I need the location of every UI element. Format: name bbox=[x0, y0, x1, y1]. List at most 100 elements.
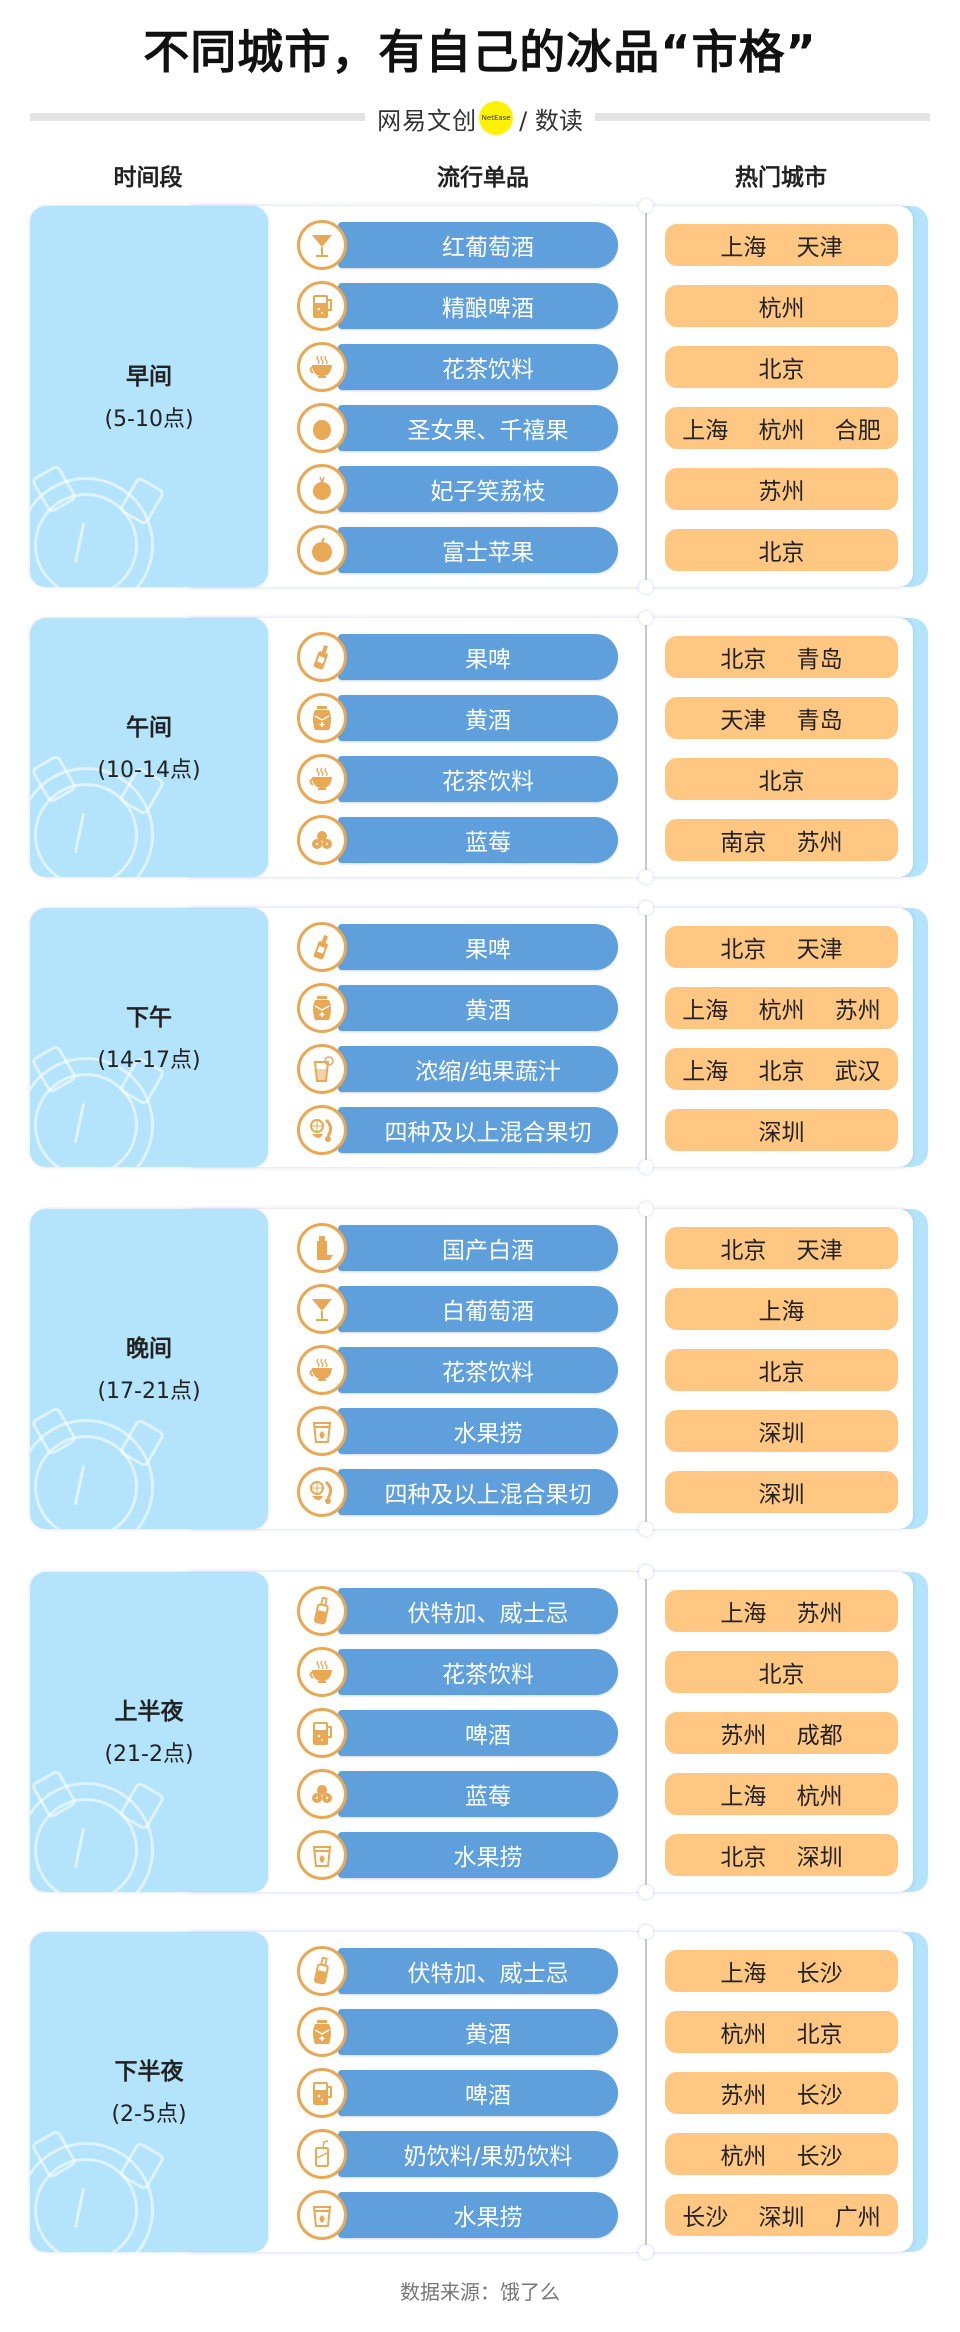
fruit-beer-bottle-icon bbox=[297, 632, 347, 682]
time-label: 下午 bbox=[126, 1004, 172, 1031]
popular-item: 蓝莓 bbox=[338, 1771, 618, 1817]
time-panel: 晚间 (17-21点) bbox=[30, 1209, 268, 1529]
item-row: 奶饮料/果奶饮料 杭州 长沙 bbox=[0, 2129, 960, 2179]
baijiu-bottle-icon bbox=[297, 1223, 347, 1273]
popular-item: 黄酒 bbox=[338, 695, 618, 741]
beer-mug-icon bbox=[297, 281, 347, 331]
hot-cities: 北京 天津 bbox=[665, 926, 898, 968]
hot-cities: 上海 杭州 合肥 bbox=[665, 407, 898, 449]
hot-cities: 深圳 bbox=[665, 1471, 898, 1513]
time-label: 早间 bbox=[126, 363, 172, 390]
item-row: 花茶饮料 北京 bbox=[0, 754, 960, 804]
alarm-clock-icon bbox=[30, 767, 154, 877]
hot-cities: 上海 杭州 苏州 bbox=[665, 987, 898, 1029]
clock-face-icon bbox=[34, 1798, 138, 1892]
alarm-clock-icon bbox=[30, 1419, 154, 1529]
liquor-bottle-icon bbox=[297, 1586, 347, 1636]
tea-cup-icon bbox=[297, 754, 347, 804]
mixed-fruit-icon bbox=[297, 1105, 347, 1155]
item-row: 妃子笑荔枝 苏州 bbox=[0, 464, 960, 514]
alarm-clock-icon bbox=[30, 1057, 154, 1167]
item-row: 花茶饮料 北京 bbox=[0, 1647, 960, 1697]
column-divider bbox=[645, 1572, 647, 1892]
clock-face-icon bbox=[34, 1435, 138, 1529]
column-divider bbox=[645, 206, 647, 587]
divider-notch bbox=[639, 1565, 653, 1579]
item-row: 精酿啤酒 杭州 bbox=[0, 281, 960, 331]
blueberry-icon bbox=[297, 1769, 347, 1819]
item-row: 国产白酒 北京 天津 bbox=[0, 1223, 960, 1273]
fruit-beer-bottle-icon bbox=[297, 922, 347, 972]
time-range: (14-17点) bbox=[97, 1047, 201, 1073]
time-panel: 早间 (5-10点) bbox=[30, 206, 268, 587]
page-title: 不同城市，有自己的冰品“市格” bbox=[143, 25, 817, 79]
section-card bbox=[190, 206, 913, 587]
popular-item: 黄酒 bbox=[338, 2009, 618, 2055]
divider-notch bbox=[639, 2245, 653, 2259]
wine-jar-icon bbox=[297, 2007, 347, 2057]
popular-item: 花茶饮料 bbox=[338, 1347, 618, 1393]
column-header-time: 时间段 bbox=[113, 165, 183, 191]
popular-item: 伏特加、威士忌 bbox=[338, 1588, 618, 1634]
time-panel: 午间 (10-14点) bbox=[30, 618, 268, 877]
mixed-fruit-icon bbox=[297, 1467, 347, 1517]
hot-cities: 北京 青岛 bbox=[665, 636, 898, 678]
hot-cities: 苏州 bbox=[665, 468, 898, 510]
popular-item: 四种及以上混合果切 bbox=[338, 1469, 618, 1515]
data-source: 数据来源：饿了么 bbox=[400, 2280, 560, 2304]
item-row: 白葡萄酒 上海 bbox=[0, 1284, 960, 1334]
popular-item: 妃子笑荔枝 bbox=[338, 466, 618, 512]
hot-cities: 北京 天津 bbox=[665, 1227, 898, 1269]
time-range: (2-5点) bbox=[111, 2102, 187, 2127]
hot-cities: 深圳 bbox=[665, 1109, 898, 1151]
alarm-clock-icon bbox=[30, 1782, 154, 1892]
cocktail-glass-icon bbox=[297, 220, 347, 270]
item-row: 伏特加、威士忌 上海 长沙 bbox=[0, 1946, 960, 1996]
time-panel: 下午 (14-17点) bbox=[30, 908, 268, 1167]
hot-cities: 北京 深圳 bbox=[665, 1834, 898, 1876]
column-divider bbox=[645, 1209, 647, 1529]
time-range: (17-21点) bbox=[97, 1379, 201, 1404]
lychee-icon bbox=[297, 464, 347, 514]
popular-item: 黄酒 bbox=[338, 985, 618, 1031]
hot-cities: 上海 杭州 bbox=[665, 1773, 898, 1815]
juice-glass-icon bbox=[297, 1044, 347, 1094]
hot-cities: 深圳 bbox=[665, 1410, 898, 1452]
divider-notch bbox=[639, 870, 653, 884]
item-row: 果啤 北京 青岛 bbox=[0, 632, 960, 682]
wine-jar-icon bbox=[297, 693, 347, 743]
fruit-bowl-icon bbox=[297, 2190, 347, 2240]
column-divider bbox=[645, 1932, 647, 2252]
item-row: 圣女果、千禧果 上海 杭州 合肥 bbox=[0, 403, 960, 453]
brand-sub: / 数读 bbox=[519, 106, 583, 135]
popular-item: 精酿啤酒 bbox=[338, 283, 618, 329]
hot-cities: 长沙 深圳 广州 bbox=[665, 2194, 898, 2236]
popular-item: 白葡萄酒 bbox=[338, 1286, 618, 1332]
item-row: 四种及以上混合果切 深圳 bbox=[0, 1467, 960, 1517]
hot-cities: 上海 天津 bbox=[665, 224, 898, 266]
popular-item: 蓝莓 bbox=[338, 817, 618, 863]
liquor-bottle-icon bbox=[297, 1946, 347, 1996]
divider-notch bbox=[639, 580, 653, 594]
item-row: 蓝莓 南京 苏州 bbox=[0, 815, 960, 865]
column-divider bbox=[645, 618, 647, 877]
brand-en: NetEase bbox=[481, 114, 511, 122]
popular-item: 花茶饮料 bbox=[338, 344, 618, 390]
beer-mug-icon bbox=[297, 1708, 347, 1758]
alarm-clock-icon bbox=[30, 477, 154, 587]
hot-cities: 北京 bbox=[665, 1651, 898, 1693]
popular-item: 圣女果、千禧果 bbox=[338, 405, 618, 451]
brand-logo: 网易文创 NetEase / 数读 bbox=[0, 100, 960, 136]
hot-cities: 上海 bbox=[665, 1288, 898, 1330]
time-label: 上半夜 bbox=[114, 1699, 184, 1725]
time-panel: 下半夜 (2-5点) bbox=[30, 1932, 268, 2252]
popular-item: 水果捞 bbox=[338, 2192, 618, 2238]
tea-cup-icon bbox=[297, 1647, 347, 1697]
item-row: 果啤 北京 天津 bbox=[0, 922, 960, 972]
header-divider-right bbox=[595, 113, 930, 121]
hot-cities: 天津 青岛 bbox=[665, 697, 898, 739]
brand-dot-icon: NetEase bbox=[479, 101, 514, 135]
hot-cities: 杭州 北京 bbox=[665, 2011, 898, 2053]
divider-notch bbox=[639, 1202, 653, 1216]
fruit-bowl-icon bbox=[297, 1830, 347, 1880]
